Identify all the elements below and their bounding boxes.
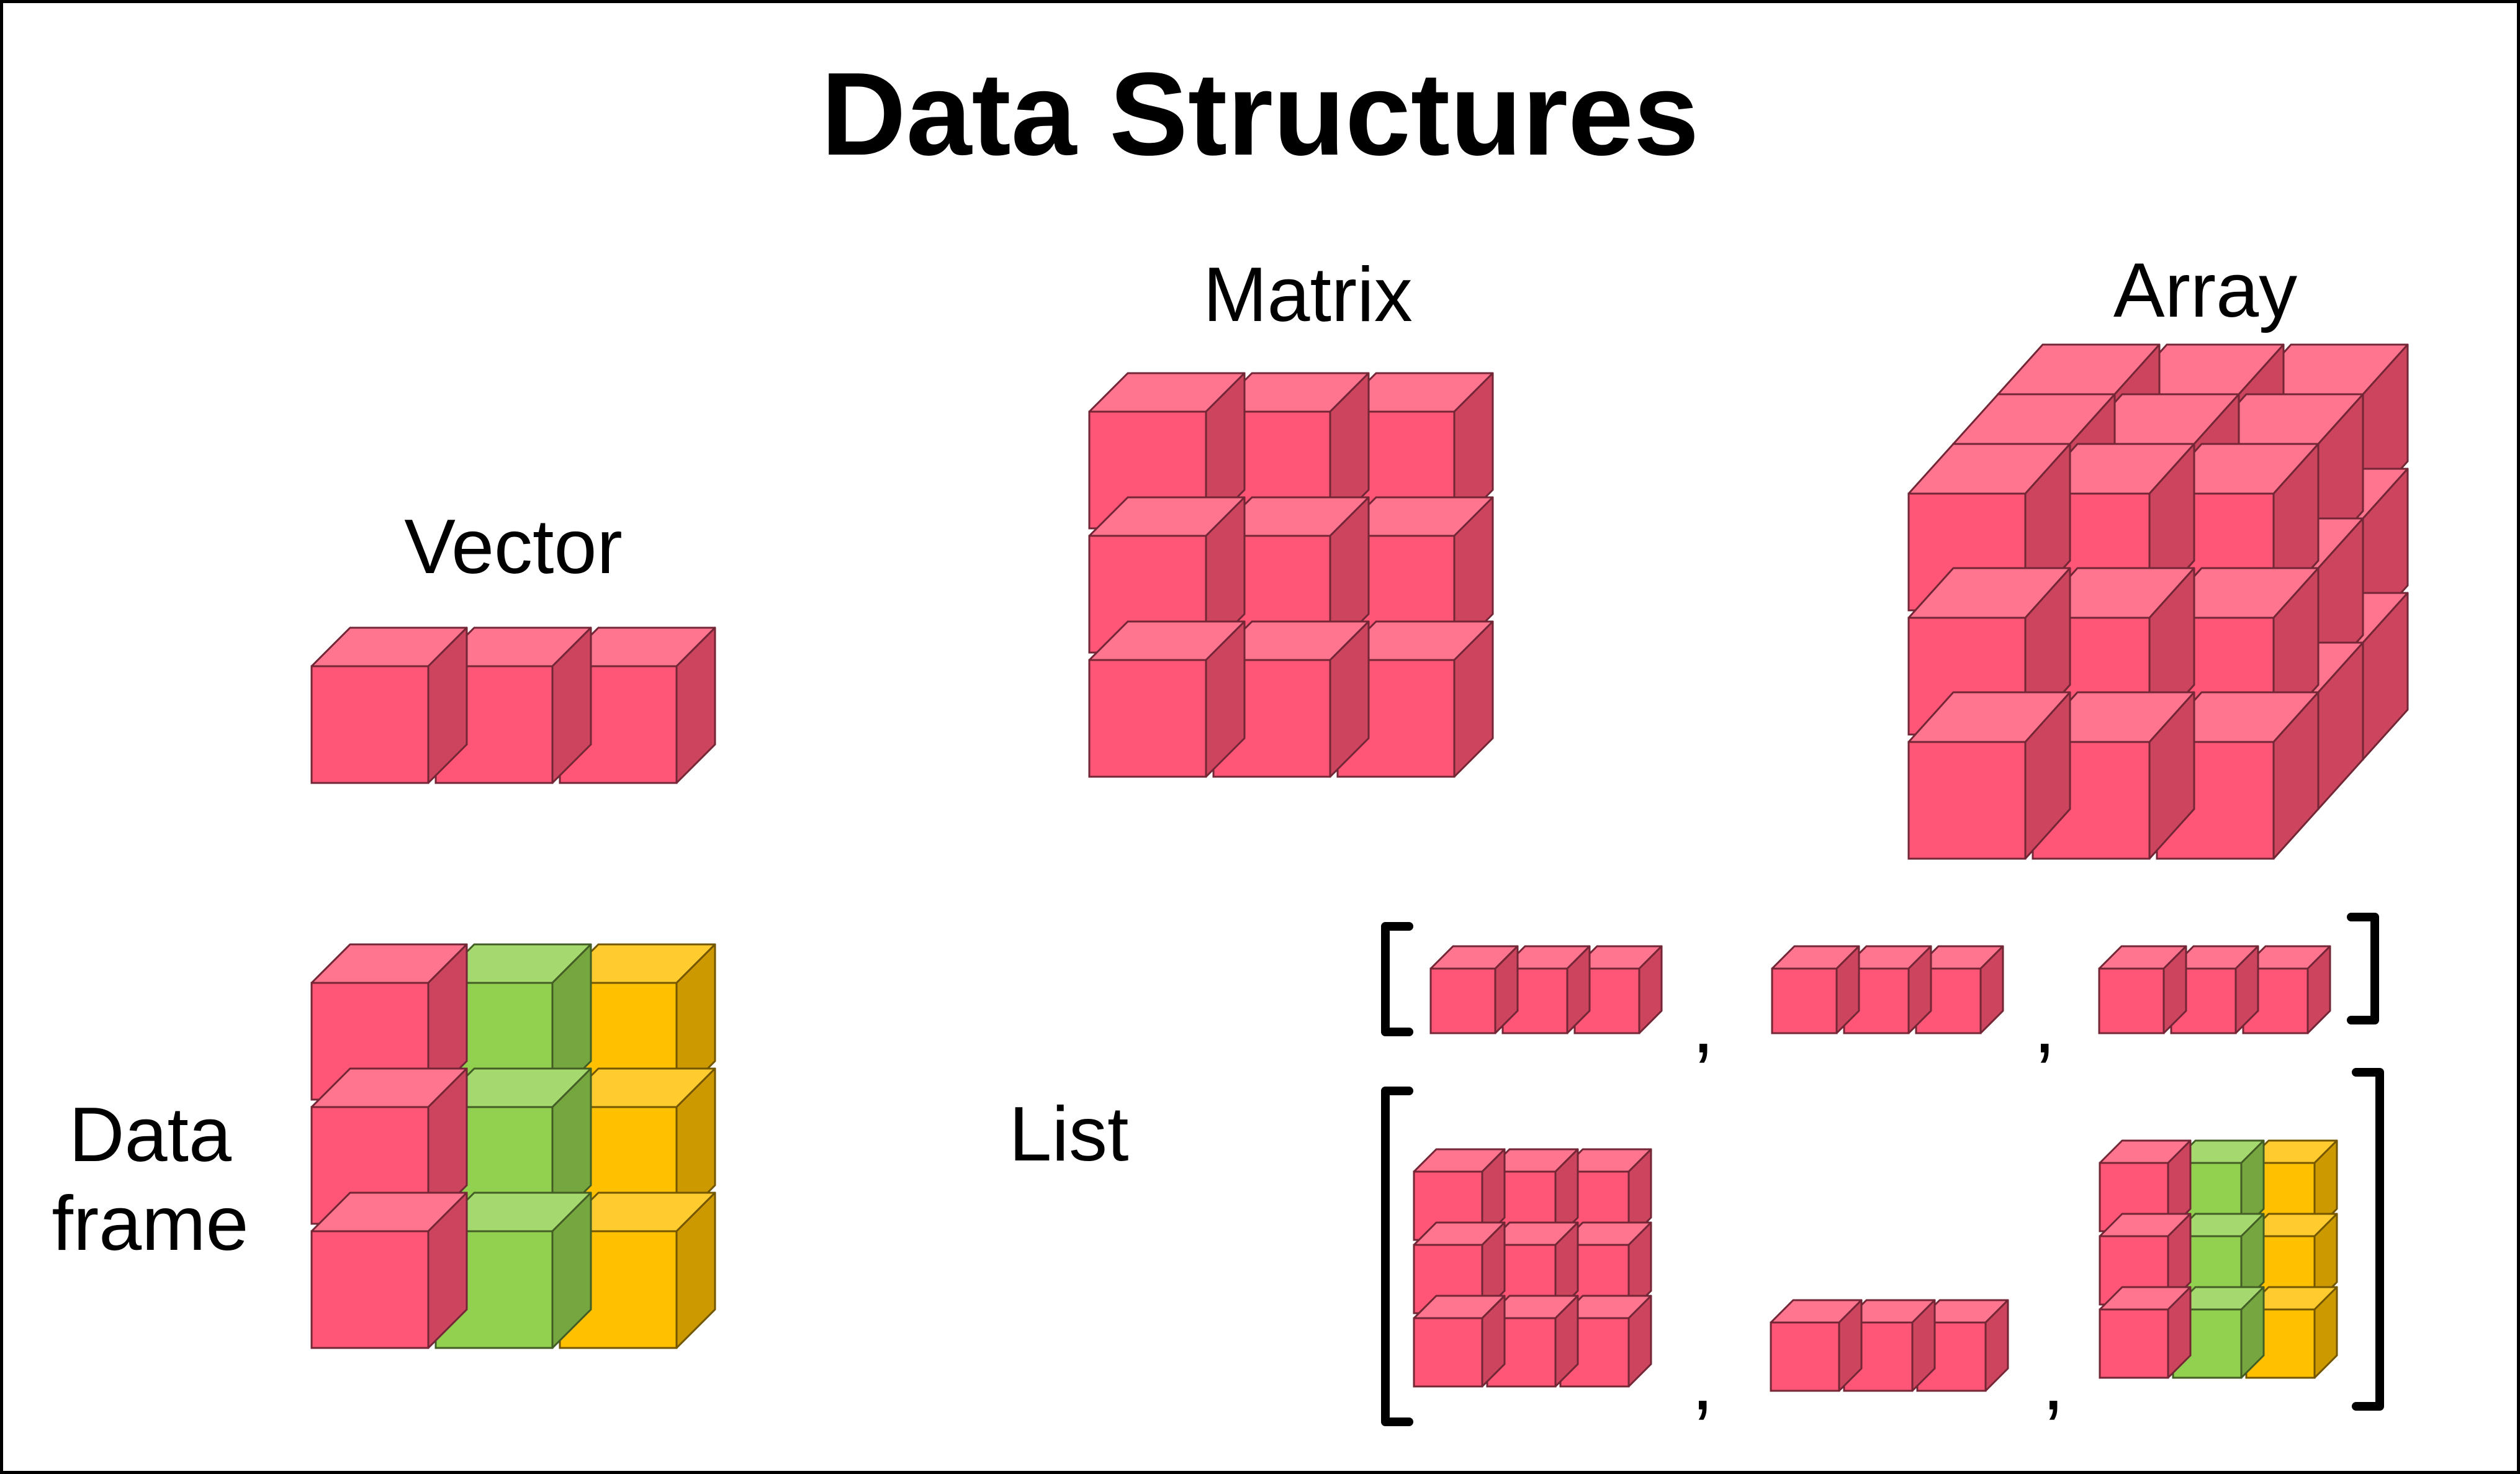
cube	[1771, 945, 1860, 1034]
vector-cubes	[310, 626, 716, 784]
cube	[1429, 945, 1519, 1034]
cube	[1413, 1148, 1506, 1241]
diagram-title: Data Structures	[821, 48, 1699, 180]
cube	[1770, 1299, 1863, 1392]
matrix-cubes	[1088, 372, 1494, 778]
cube	[2099, 1286, 2192, 1379]
list1-vector-2	[1771, 945, 2004, 1034]
list1-comma-2: ,	[2033, 979, 2056, 1070]
list1-right-bracket	[2347, 913, 2379, 1024]
cube	[2032, 691, 2195, 860]
list2-vector	[1770, 1299, 2009, 1392]
list1-vector-1	[1429, 945, 1663, 1034]
array-cubes	[1907, 343, 2409, 860]
cube	[310, 1191, 468, 1349]
cube	[1088, 620, 1246, 778]
cube	[2098, 945, 2187, 1034]
dataframe-cubes	[310, 943, 716, 1349]
list2-right-bracket	[2352, 1068, 2384, 1411]
cube	[559, 626, 716, 784]
list2-matrix	[1413, 1148, 1652, 1388]
dataframe-label: Data frame	[52, 1092, 249, 1267]
cube	[2242, 945, 2331, 1034]
cube	[1413, 1295, 1506, 1388]
cube	[1486, 1221, 1579, 1314]
vector-label: Vector	[404, 504, 623, 590]
list-label: List	[1009, 1092, 1129, 1177]
cube	[1336, 620, 1494, 778]
array-label: Array	[2113, 248, 2298, 333]
matrix-label: Matrix	[1203, 252, 1413, 338]
cube	[310, 626, 468, 784]
list2-dataframe	[2099, 1139, 2338, 1379]
list1-left-bracket	[1381, 922, 1413, 1036]
cube	[1907, 691, 2071, 860]
list2-comma-2: ,	[2042, 1336, 2064, 1427]
cube	[1916, 1299, 2009, 1392]
list1-vector-3	[2098, 945, 2331, 1034]
list2-comma-1: ,	[1691, 1336, 1714, 1427]
list1-comma-1: ,	[1692, 979, 1714, 1070]
list2-left-bracket	[1381, 1087, 1413, 1426]
cube	[2156, 691, 2320, 860]
